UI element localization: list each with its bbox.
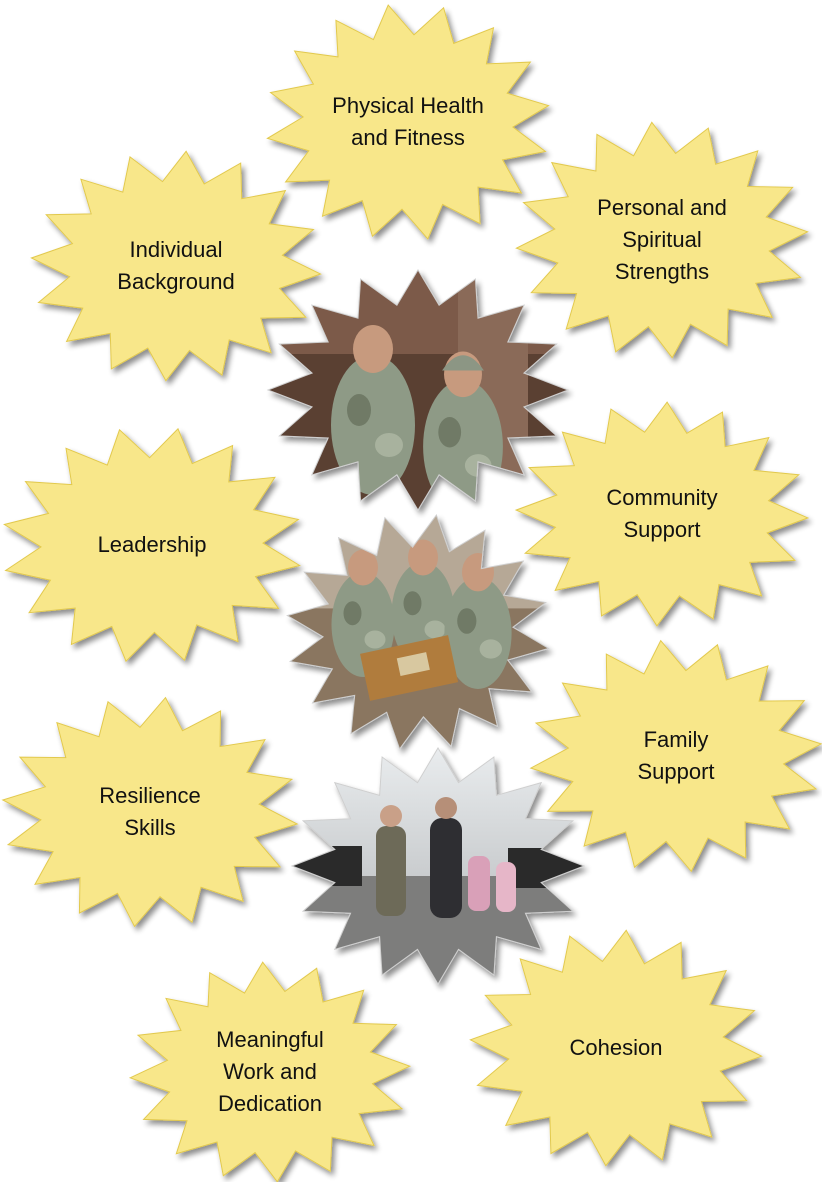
label-line: Strengths [597,256,727,288]
cohesion-label: Cohesion [570,1032,663,1064]
label-line: Work and [216,1056,324,1088]
label-line: Cohesion [570,1032,663,1064]
leadership-label: Leadership [98,529,207,561]
label-line: Spiritual [597,224,727,256]
label-line: Background [117,266,234,298]
label-line: Community [606,482,717,514]
label-line: Skills [99,812,201,844]
label-line: Meaningful [216,1024,324,1056]
soldiers-playing-cards-photo [286,514,550,750]
label-line: Family [637,724,714,756]
label-line: Support [606,514,717,546]
label-line: and Fitness [332,122,484,154]
label-line: Leadership [98,529,207,561]
label-line: Support [637,756,714,788]
soldiers-talking-photo [268,270,568,513]
label-line: Personal and [597,192,727,224]
label-line: Physical Health [332,90,484,122]
label-line: Resilience [99,780,201,812]
label-line: Dedication [216,1088,324,1120]
label-line: Individual [117,234,234,266]
